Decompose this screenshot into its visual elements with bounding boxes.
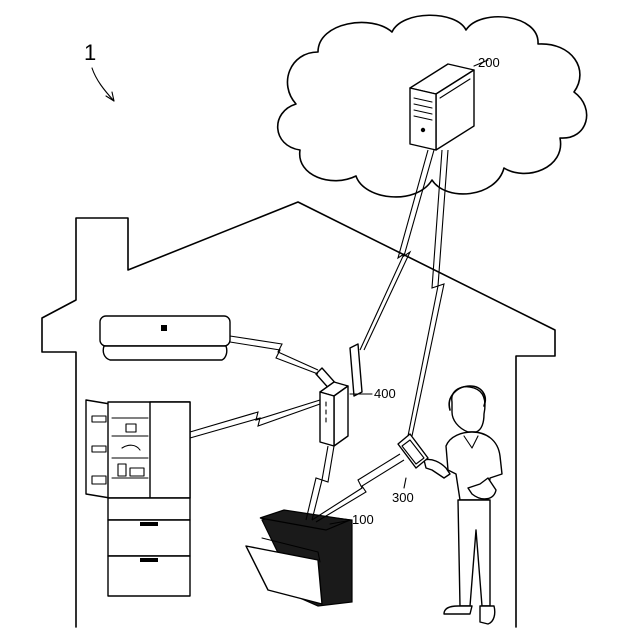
terminal-label: 300: [392, 490, 414, 505]
system-reference-arrow: [92, 68, 114, 101]
system-label: 1: [84, 40, 96, 65]
cooking-device-label: 100: [352, 512, 374, 527]
system-reference: 1: [84, 40, 114, 101]
tablet-icon: [398, 434, 428, 468]
air-conditioner-icon: [100, 316, 230, 360]
link-server-tablet: [408, 150, 442, 436]
router-icon: [316, 344, 362, 446]
server-icon: [410, 64, 474, 150]
link-aircon-router: [230, 336, 318, 370]
link-router-cooker: [306, 446, 328, 520]
user-figure: [424, 386, 502, 624]
terminal-leader-line: [404, 478, 406, 488]
link-fridge-router: [190, 400, 320, 432]
server-label: 200: [478, 55, 500, 70]
router-label: 400: [374, 386, 396, 401]
refrigerator-icon: [86, 400, 190, 596]
cooking-device-icon: [246, 510, 352, 606]
